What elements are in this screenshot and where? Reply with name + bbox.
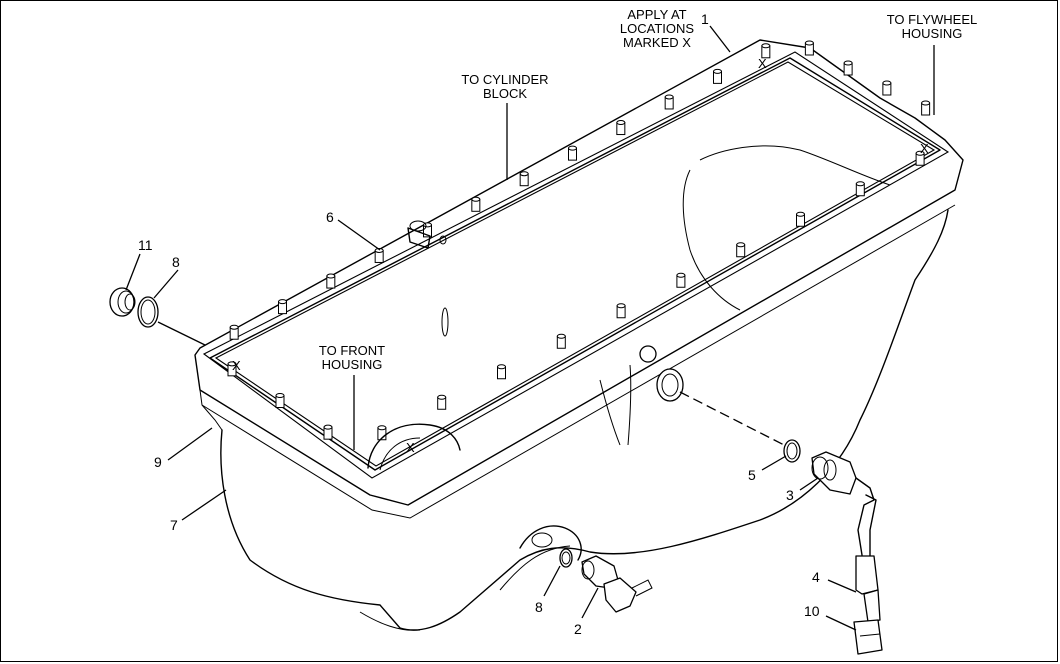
callout-cylinder-line1: TO CYLINDER [461,72,548,87]
bolt-stud [278,299,287,315]
callout-sealant-line2: LOCATIONS [620,21,694,36]
bolt-stud [921,100,931,116]
sealant-marker-x: X [920,141,929,156]
part-number-6: 6 [326,209,334,225]
bolt-stud [437,394,447,410]
pan-details [367,220,684,471]
bolt-stud [855,181,865,197]
bolt-stud [761,43,771,59]
bolt-stud [323,424,333,440]
callout-sealant-line1: APPLY AT [627,7,686,22]
harness-4 [855,555,879,595]
bolt-stud [374,247,384,263]
bolt-stud [568,145,577,161]
sensor-assembly [679,391,883,655]
connector-10 [853,619,883,655]
bolt-stud [796,211,805,227]
leader-lines [125,25,935,631]
sensor-3 [811,451,857,495]
bolt-stud [227,361,237,377]
bolt-stud [377,425,387,441]
callout-cylinder-line2: BLOCK [483,86,527,101]
callout-sealant-line3: MARKED X [623,35,691,50]
sensor-port [656,368,684,402]
bolt-stud [664,94,674,110]
callout-flywheel-line2: HOUSING [902,26,963,41]
sealant-marker-x: X [406,440,415,455]
part-number-8: 8 [535,599,543,615]
bolt-stud [713,68,722,84]
bolt-stud [471,196,481,212]
bolt-stud [519,171,529,187]
bolt-stud [616,303,626,319]
bolt-stud [882,80,892,96]
part-number-9: 9 [154,454,162,470]
sealant-marker-x: X [758,56,767,71]
bolt-stud [275,393,285,408]
bolt-stud [497,364,506,380]
bolt-stud [616,120,626,136]
bolt-stud [915,150,925,166]
bolt-stud [804,40,814,56]
drain-fitting-assembly [559,548,653,613]
part-number-2: 2 [574,621,582,637]
callout-cylinder: TO CYLINDER BLOCK [461,72,548,101]
bolt-stud [736,242,746,258]
bolt-stud [229,324,239,340]
oil-pan-body [220,145,949,631]
callout-front-line2: HOUSING [322,357,383,372]
plug-assembly-left [109,287,206,346]
callout-front-line1: TO FRONT [319,343,385,358]
bolt-stud [326,273,336,289]
part-number-3: 3 [786,487,794,503]
part-number-4: 4 [812,569,820,585]
callout-flywheel-line1: TO FLYWHEEL [887,12,978,27]
part-number-11: 11 [138,237,153,253]
callout-front: TO FRONT HOUSING [319,343,385,372]
part-number-5: 5 [748,467,756,483]
part-number-7: 7 [170,517,178,533]
callout-sealant: APPLY AT LOCATIONS MARKED X [620,7,694,50]
pan-flange [194,39,964,519]
sealant-marker-x: X [232,358,241,373]
bolt-stud [556,333,566,349]
part-number-10: 10 [804,603,820,619]
bolt-stud [843,60,853,76]
part-number-1: 1 [701,11,709,27]
flange-bolts [227,40,931,441]
part-number-8: 8 [172,254,180,270]
callout-flywheel: TO FLYWHEEL HOUSING [887,12,978,41]
bolt-stud [676,272,686,288]
